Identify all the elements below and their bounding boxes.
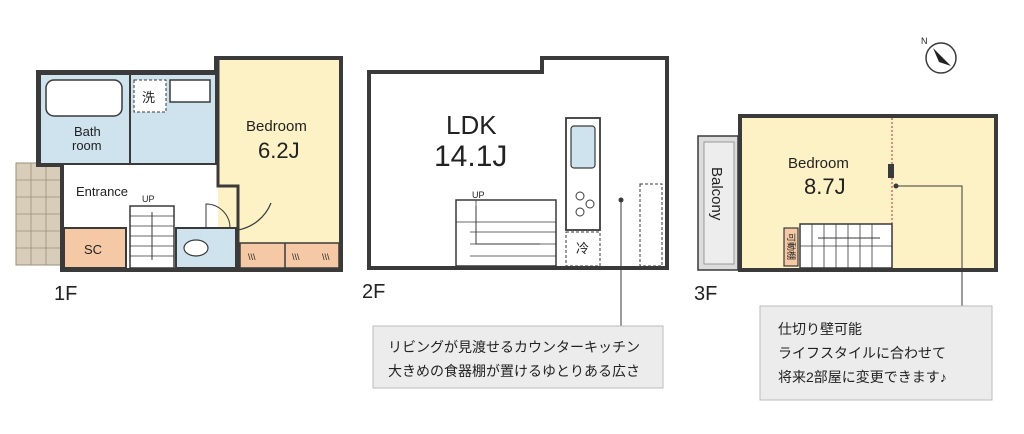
floor-1f: \\\ \\\ \\\ 洗 Bath room Entrance UP SC [15,56,343,305]
callout-line-3f [896,185,963,306]
ldk-name: LDK [446,110,497,140]
movable-shelf [783,227,799,267]
note-3f-line2: ライフスタイルに合わせて [778,345,946,361]
note-2f-line1: リビングが見渡せるカウンターキッチン [388,339,640,355]
entrance-1f [64,166,134,226]
bedroom-1f-size: 6.2J [258,138,300,163]
note-box-3f [759,305,993,401]
bedroom-1f-closet [239,242,340,269]
fridge-label: 冷 [576,241,589,256]
balcony-label: Balcony [708,167,725,221]
shelf-label: 可動棚 [786,233,797,260]
floor-label-1f: 1F [54,283,77,305]
cupboard-space [639,183,663,267]
bath-label-line1: Bath [74,124,101,139]
entrance-tiles [15,162,63,266]
stairs-2f [455,199,557,267]
note-3f-line3: 将来2部屋に変更できます♪ [778,369,947,385]
laundry-label: 洗 [142,90,155,105]
floor-label-3f: 3F [694,283,717,305]
toilet-icon [183,239,209,257]
up-label-2f: UP [472,190,485,200]
note-3f-line1: 仕切り壁可能 [778,321,862,337]
stairs-3f [799,223,893,269]
bath-label-line2: room [72,138,102,153]
bathtub [45,79,123,117]
up-label-1f: UP [142,194,155,204]
svg-text:\\\: \\\ [322,252,330,262]
sc-label: SC [84,242,102,257]
compass-icon: N [921,36,957,74]
wash-basin [169,79,211,103]
bedroom-1f-name: Bedroom [246,118,307,135]
stairs-1f [129,205,175,269]
entrance-label: Entrance [76,184,128,199]
compass-label: N [921,36,928,46]
shoe-closet [63,227,127,269]
kitchen-sink [570,125,596,169]
floor-2f: LDK 14.1J UP 冷 2F リビングが見渡せるカウンターキッチン 大きめ… [362,56,669,389]
washing-machine-space [133,79,167,113]
toilet-door [205,203,231,229]
bedroom-3f-name: Bedroom [788,155,849,172]
bedroom-3f-size: 8.7J [804,174,846,199]
floor-label-2f: 2F [362,281,385,303]
stove-icon [575,191,595,217]
bedroom-1f-door [237,186,272,231]
svg-text:\\\: \\\ [292,252,300,262]
svg-text:\\\: \\\ [248,252,256,262]
floor-3f: Balcony 可動棚 Bedroom 8.7J 3F 仕切り壁可能 ライフスタ… [694,114,998,401]
fridge-space [565,231,601,267]
ldk-size: 14.1J [434,140,507,173]
note-box-2f [372,325,664,389]
note-2f-line2: 大きめの食器棚が置けるゆとりある広さ [388,363,640,379]
